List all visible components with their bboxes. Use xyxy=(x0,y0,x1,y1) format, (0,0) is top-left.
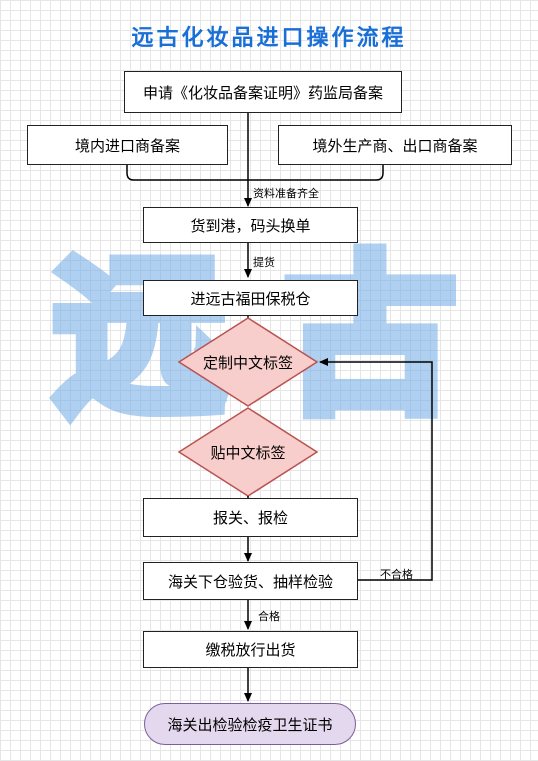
label-docs-ready: 资料准备齐全 xyxy=(253,187,319,200)
node-release: 缴税放行出货 xyxy=(143,631,358,668)
arrow-fail-loop xyxy=(319,358,433,581)
node-declare: 报关、报检 xyxy=(143,498,358,537)
node-custom-label: 定制中文标签 xyxy=(202,353,293,372)
node-inspect: 海关下仓验货、抽样检验 xyxy=(143,562,358,600)
custom-label-diamond xyxy=(177,317,319,407)
node-bonded: 进远古福田保税仓 xyxy=(143,280,358,316)
label-pickup: 提货 xyxy=(253,256,275,269)
node-arrive: 货到港，码头换单 xyxy=(143,207,358,243)
label-fail: 不合格 xyxy=(380,568,413,581)
filing-bracket xyxy=(126,165,384,181)
page-title: 远古化妆品进口操作流程 xyxy=(131,26,407,51)
label-pass: 合格 xyxy=(258,610,280,623)
node-certificate: 海关出检验检疫卫生证书 xyxy=(144,703,356,745)
node-attach-label: 贴中文标签 xyxy=(210,443,286,462)
node-apply: 申请《化妆品备案证明》药监局备案 xyxy=(124,71,402,113)
node-foreign: 境外生产商、出口商备案 xyxy=(278,125,512,165)
node-domestic: 境内进口商备案 xyxy=(27,125,228,165)
